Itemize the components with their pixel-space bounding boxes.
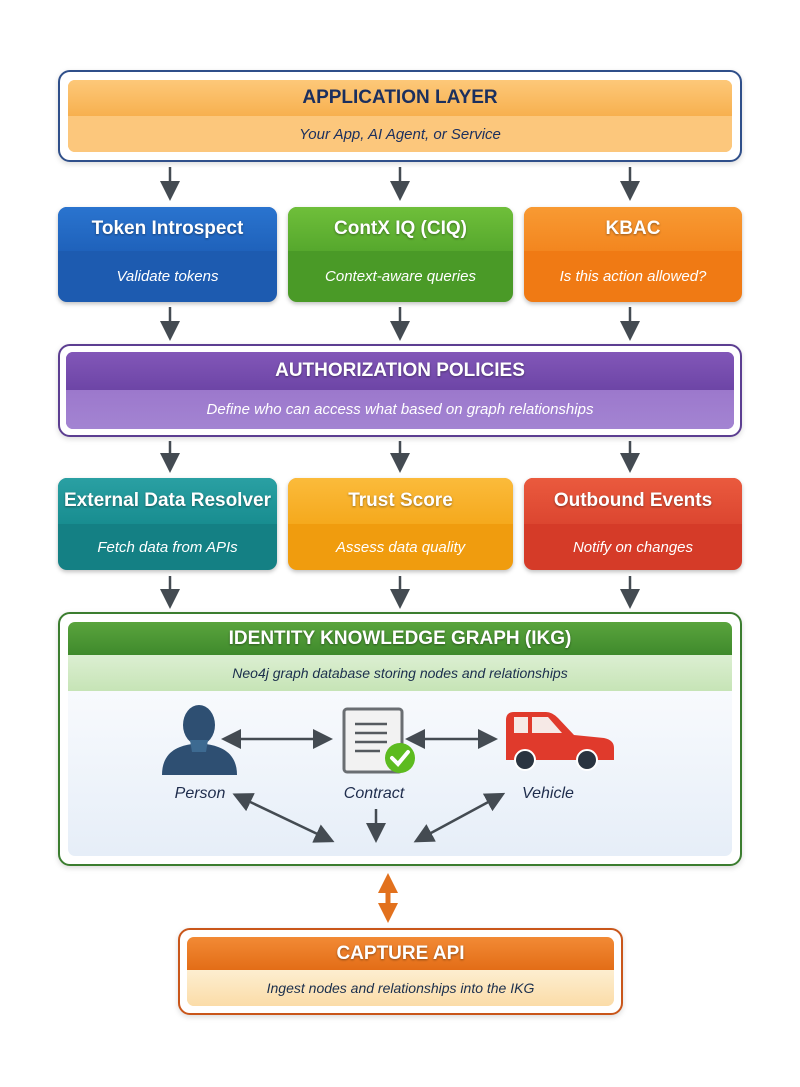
arrow-person-center — [232, 793, 335, 843]
kbac-subtitle: Is this action allowed? — [559, 268, 707, 285]
authorization-subtitle: Define who can access what based on grap… — [66, 390, 734, 429]
arrow-vehicle-center — [413, 792, 506, 843]
kbac-box: KBAC Is this action allowed? — [524, 207, 742, 302]
trust-score-subtitle: Assess data quality — [335, 538, 466, 556]
ikg-subtitle: Neo4j graph database storing nodes and r… — [68, 655, 732, 691]
application-layer: APPLICATION LAYER Your App, AI Agent, or… — [58, 70, 742, 162]
contract-label: Contract — [343, 785, 405, 802]
contx-iq-box: ContX IQ (CIQ) Context-aware queries — [288, 207, 513, 302]
authorization-title: AUTHORIZATION POLICIES — [66, 352, 734, 390]
trust-score-box: Trust Score Assess data quality — [288, 478, 513, 570]
contx-iq-subtitle: Context-aware queries — [325, 268, 476, 285]
outbound-events-title: Outbound Events — [524, 478, 742, 524]
capture-api-title: CAPTURE API — [187, 937, 614, 970]
token-introspect-subtitle: Validate tokens — [116, 268, 219, 285]
person-label: Person — [174, 785, 226, 802]
application-layer-title: APPLICATION LAYER — [68, 80, 732, 116]
capture-api-subtitle: Ingest nodes and relationships into the … — [187, 970, 614, 1006]
contx-iq-title: ContX IQ (CIQ) — [288, 207, 513, 251]
kbac-title: KBAC — [524, 207, 742, 251]
person-icon — [162, 705, 237, 775]
external-data-resolver-title: External Data Resolver — [58, 478, 277, 524]
token-introspect-box: Token Introspect Validate tokens — [58, 207, 277, 302]
outbound-events-box: Outbound Events Notify on changes — [524, 478, 742, 570]
contract-check-icon — [342, 707, 415, 774]
outbound-events-subtitle: Notify on changes — [572, 538, 694, 556]
vehicle-label: Vehicle — [522, 785, 574, 802]
car-icon — [506, 712, 614, 771]
token-introspect-title: Token Introspect — [58, 207, 277, 251]
ikg-title: IDENTITY KNOWLEDGE GRAPH (IKG) — [68, 622, 732, 655]
capture-api: CAPTURE API Ingest nodes and relationshi… — [178, 928, 623, 1015]
authorization-policies: AUTHORIZATION POLICIES Define who can ac… — [58, 344, 742, 437]
trust-score-title: Trust Score — [288, 478, 513, 524]
external-data-resolver-box: External Data Resolver Fetch data from A… — [58, 478, 277, 570]
application-layer-subtitle: Your App, AI Agent, or Service — [68, 116, 732, 152]
external-data-resolver-subtitle: Fetch data from APIs — [97, 538, 238, 556]
